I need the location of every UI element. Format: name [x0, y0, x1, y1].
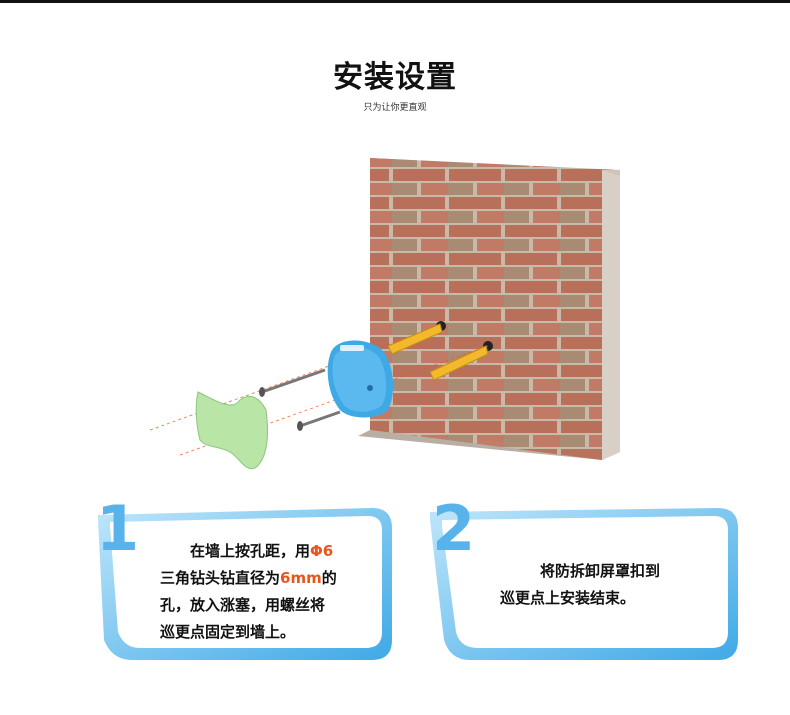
screw-icon: [259, 368, 341, 431]
step-number-1: 1: [96, 492, 140, 565]
step-2-line-2: 巡更点上安装结束。: [500, 589, 636, 607]
step-1-line-3: 孔，放入涨塞，用螺丝将: [160, 596, 326, 614]
step-2-description: 将防拆卸屏罩扣到 巡更点上安装结束。: [500, 558, 710, 612]
top-border: [0, 0, 790, 3]
step-1-description: 在墙上按孔距，用Φ6 三角钻头钻直径为6mm的 孔，放入涨塞，用螺丝将 巡更点固…: [160, 538, 380, 646]
step-card-1-frame: [98, 508, 392, 660]
brick-wall: [358, 158, 620, 460]
step-1-line-1: 在墙上按孔距，用Φ6: [190, 542, 334, 560]
wall-anchor-icon: [387, 323, 489, 381]
tamper-cover-icon: [195, 391, 268, 470]
patrol-point-device-icon: [327, 340, 394, 418]
step-2-line-1: 将防拆卸屏罩扣到: [540, 562, 661, 580]
step-1-line-4: 巡更点固定到墙上。: [160, 623, 296, 641]
step-1-line-2: 三角钻头钻直径为6mm的: [160, 569, 337, 587]
step-number-2: 2: [432, 492, 476, 565]
page-title: 安装设置: [333, 60, 457, 95]
page-subtitle: 只为让你更直观: [363, 103, 427, 113]
step-card-2-frame: [430, 508, 738, 660]
